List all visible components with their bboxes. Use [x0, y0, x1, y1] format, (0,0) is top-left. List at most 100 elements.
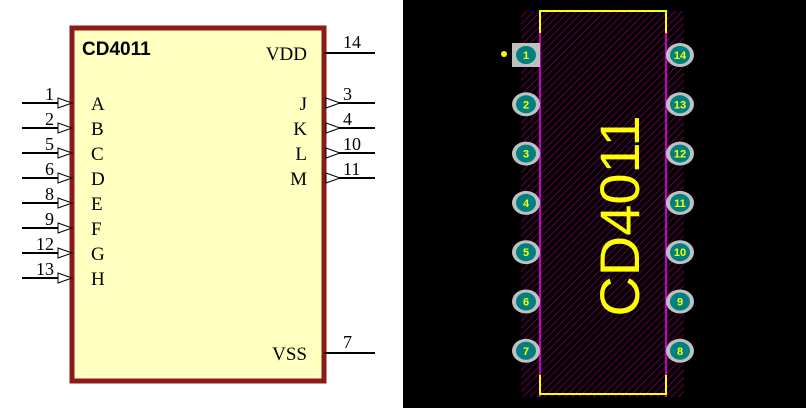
pad: 9	[666, 289, 694, 314]
schematic-part-name: CD4011	[82, 39, 151, 60]
input-arrow-icon	[57, 247, 74, 259]
pad-hole	[516, 243, 536, 262]
pin-number: 8	[45, 184, 54, 204]
pin1-dot	[501, 51, 507, 57]
pin-number: 5	[45, 134, 54, 154]
pad-number: 10	[674, 247, 686, 259]
pad-number: 13	[674, 99, 686, 111]
pin-number: 7	[343, 332, 352, 352]
pin-label: H	[91, 269, 105, 290]
pad-hole	[516, 46, 536, 64]
pad-hole	[670, 144, 690, 163]
input-arrow-icon	[57, 272, 74, 284]
silk-bottom	[539, 375, 667, 395]
right-pin: 3J	[300, 84, 375, 115]
pin-number: 10	[343, 134, 361, 154]
pin-label: L	[295, 144, 307, 165]
input-arrow-icon	[57, 97, 74, 109]
pad-hole	[670, 292, 690, 311]
pad-number: 3	[523, 149, 529, 161]
pin-label: D	[91, 169, 105, 190]
output-arrow-icon	[325, 122, 342, 134]
pad-number: 4	[523, 198, 530, 210]
pin-label: B	[91, 119, 104, 140]
pad: 14	[666, 43, 694, 67]
ic-body	[69, 25, 327, 384]
pin-number: 6	[45, 159, 54, 179]
footprint-part-name: CD4011	[588, 115, 651, 316]
right-pin: 11M	[290, 159, 375, 190]
pad: 5	[512, 240, 540, 265]
pin-label: F	[91, 219, 102, 240]
right-pin: 4K	[293, 109, 375, 140]
pad: 8	[666, 338, 694, 363]
pin-number: 4	[343, 109, 352, 129]
output-arrow-icon	[325, 97, 342, 109]
pad: 1	[512, 43, 540, 67]
pin-number: 9	[45, 209, 54, 229]
footprint-hatch	[521, 11, 684, 397]
pad-number: 6	[523, 297, 529, 309]
pad: 6	[512, 289, 540, 314]
pin-label: M	[290, 169, 307, 190]
pad: 3	[512, 141, 540, 166]
pad-hole	[670, 95, 690, 114]
pin-label: VSS	[272, 344, 307, 365]
input-arrow-icon	[57, 122, 74, 134]
output-arrow-icon	[325, 172, 342, 184]
pin-label: VDD	[266, 44, 307, 65]
silk-top	[539, 10, 667, 33]
pin-number: 14	[343, 32, 361, 52]
pin-number: 1	[45, 84, 54, 104]
pad-hole	[670, 341, 690, 360]
pin-number: 11	[343, 159, 360, 179]
pad-hole	[516, 292, 536, 311]
pin-label: A	[91, 94, 105, 115]
input-arrow-icon	[57, 147, 74, 159]
pad-hole	[670, 46, 690, 64]
pad-hole	[516, 144, 536, 163]
input-arrow-icon	[57, 222, 74, 234]
pin-label: E	[91, 194, 103, 215]
pad: 13	[666, 92, 694, 117]
pin-number: 2	[45, 109, 54, 129]
pad-number: 12	[674, 149, 686, 161]
pad: 2	[512, 92, 540, 117]
pin-number: 3	[343, 84, 352, 104]
input-arrow-icon	[57, 197, 74, 209]
pin-label: J	[300, 94, 307, 115]
pad-number: 8	[677, 346, 683, 358]
pad-hole	[516, 95, 536, 114]
pad-number: 11	[674, 198, 686, 210]
pad: 12	[666, 141, 694, 166]
pin-label: G	[91, 244, 105, 265]
pad-number: 5	[523, 247, 529, 259]
pin-label: C	[91, 144, 104, 165]
pin-number: 12	[36, 234, 54, 254]
pad: 4	[512, 190, 540, 215]
right-pin: 10L	[295, 134, 375, 165]
pad-number: 1	[523, 50, 529, 62]
pad: 10	[666, 240, 694, 265]
pad-hole	[516, 341, 536, 360]
pad-hole	[670, 243, 690, 262]
pad: 7	[512, 338, 540, 363]
pad-number: 9	[677, 297, 683, 309]
pad-number: 7	[523, 346, 529, 358]
pin-number: 13	[36, 259, 54, 279]
pad-number: 14	[674, 50, 687, 62]
pad-hole	[670, 193, 690, 212]
